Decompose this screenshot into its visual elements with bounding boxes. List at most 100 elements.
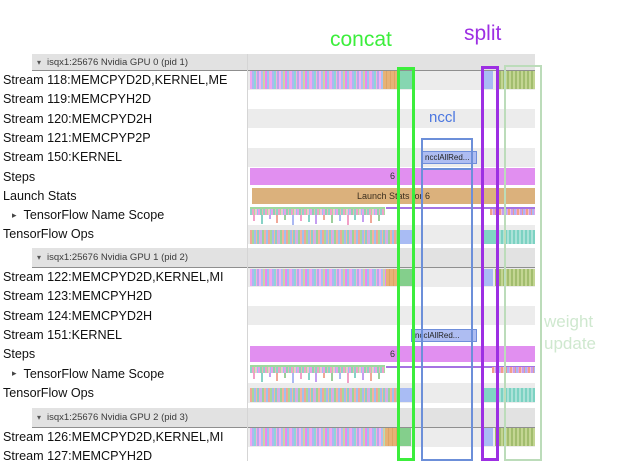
concat-annotation-box	[397, 67, 415, 461]
row-label-text: Stream 122:MEMCPYD2D,KERNEL,MI	[3, 270, 224, 285]
namescope-stem	[268, 373, 271, 377]
timeline-row: Stream 127:MEMCPYH2D	[0, 446, 622, 461]
timeline-row: Stream 124:MEMCPYD2H	[0, 306, 622, 326]
timeline-track	[248, 109, 535, 129]
peri-segment[interactable]	[400, 388, 412, 403]
row-label-text: Stream 123:MEMCPYH2D	[3, 289, 153, 304]
row-label-text: Stream 126:MEMCPYD2D,KERNEL,MI	[3, 430, 224, 445]
label-column-divider	[247, 54, 248, 461]
timeline-row: Launch Stats Launch Stats for 6	[0, 186, 622, 206]
green2-segment[interactable]	[399, 268, 412, 286]
steps-segment[interactable]: 6	[250, 346, 535, 363]
timeline-track	[248, 446, 535, 461]
row-label: Stream 124:MEMCPYD2H	[3, 306, 244, 325]
timeline-row: TensorFlow Ops	[0, 224, 622, 245]
weight-update-annotation-label: weight update	[544, 311, 596, 355]
orange-segment[interactable]	[385, 428, 398, 446]
namescope-stem	[362, 373, 365, 380]
tealstripes-segment[interactable]	[497, 229, 535, 244]
timeline-row: Stream 123:MEMCPYH2D	[0, 286, 622, 307]
namescope-stem	[292, 373, 294, 383]
peri-segment[interactable]	[483, 428, 493, 446]
row-label-text: Stream 120:MEMCPYD2H	[3, 111, 153, 126]
row-label: Stream 126:MEMCPYD2D,KERNEL,MI	[3, 427, 244, 446]
nccl-annotation-label: nccl	[429, 109, 456, 126]
row-label: Stream 121:MEMCPYP2P	[3, 128, 244, 147]
triangle-right-icon[interactable]: ▸	[12, 209, 17, 220]
namescope-stem	[323, 214, 326, 220]
launch-segment[interactable]: Launch Stats for 6	[252, 187, 535, 204]
namescope-topline	[250, 206, 385, 209]
namescope-stem	[315, 214, 318, 224]
split-annotation-box	[481, 66, 499, 461]
namescope-segment[interactable]	[250, 365, 385, 383]
timeline-row: Steps 6	[0, 344, 622, 364]
namescope-topline	[250, 365, 385, 367]
purpleline-segment[interactable]	[386, 207, 535, 209]
orange-segment[interactable]	[383, 71, 397, 89]
gpu-section-header-label: isqx1:25676 Nvidia GPU 0 (pid 1)	[47, 56, 189, 68]
purpleline-segment[interactable]	[386, 365, 535, 368]
confetti2-segment[interactable]	[250, 388, 400, 403]
gpu-section-header[interactable]: ▾isqx1:25676 Nvidia GPU 2 (pid 3)	[32, 408, 535, 428]
namescope-stem	[299, 373, 302, 379]
split-annotation-label: split	[464, 22, 502, 45]
namescope-stem	[284, 214, 287, 220]
row-label: Stream 151:KERNEL	[3, 325, 244, 344]
row-label-text: Steps	[3, 347, 36, 362]
peri-segment[interactable]	[483, 268, 493, 286]
teal-segment[interactable]	[483, 229, 497, 244]
timeline-row: Stream 118:MEMCPYD2D,KERNEL,ME	[0, 70, 622, 90]
row-label-text: Stream 150:KERNEL	[3, 150, 122, 165]
namescope-stem	[276, 373, 279, 381]
triangle-down-icon: ▾	[37, 413, 42, 422]
row-label-text: Stream 124:MEMCPYD2H	[3, 308, 153, 323]
confetti-segment[interactable]	[250, 428, 385, 446]
namescope-stem	[362, 214, 365, 222]
nsconfetti-segment[interactable]	[490, 208, 535, 215]
weight-update-line2: update	[544, 333, 596, 353]
namescope-confetti-band	[250, 208, 385, 215]
row-label: Stream 123:MEMCPYH2D	[3, 287, 244, 306]
namescope-stem	[331, 373, 333, 381]
nccl-box-divider	[421, 168, 473, 170]
ncclbar-segment[interactable]: ncclAllRed...	[411, 328, 477, 342]
peri-segment[interactable]	[400, 229, 413, 244]
row-label-text: Stream 119:MEMCPYH2D	[3, 92, 152, 107]
row-label-text: TensorFlow Name Scope	[23, 366, 165, 381]
timeline-row: ▸TensorFlow Name Scope	[0, 205, 622, 225]
tealstripes-segment[interactable]	[497, 388, 535, 403]
nsconfetti-segment[interactable]	[492, 367, 535, 373]
confetti-segment[interactable]	[250, 71, 383, 89]
timeline-track	[248, 286, 535, 307]
olive-segment[interactable]	[499, 71, 535, 89]
namescope-stem	[292, 214, 294, 225]
triangle-down-icon: ▾	[37, 57, 42, 67]
row-label: TensorFlow Ops	[3, 383, 244, 402]
confetti-segment[interactable]	[250, 268, 386, 286]
teal-segment[interactable]	[483, 388, 497, 403]
row-label: Stream 127:MEMCPYH2D	[3, 447, 244, 461]
timeline-track	[248, 306, 535, 326]
timeline-row: Stream 119:MEMCPYH2D	[0, 89, 622, 109]
gpu-section-header[interactable]: ▾isqx1:25676 Nvidia GPU 1 (pid 2)	[32, 248, 535, 268]
timeline-row: TensorFlow Ops	[0, 383, 622, 403]
namescope-stem	[253, 373, 255, 379]
timeline-row: Stream 121:MEMCPYP2P	[0, 128, 622, 148]
row-label-text: Stream 127:MEMCPYH2D	[3, 449, 153, 461]
steps-segment[interactable]: 6	[250, 168, 535, 185]
row-label-text: Stream 118:MEMCPYD2D,KERNEL,ME	[3, 73, 228, 88]
namescope-stem	[370, 214, 372, 223]
triangle-right-icon[interactable]: ▸	[12, 368, 17, 379]
namescope-stem	[268, 214, 271, 219]
orange-segment[interactable]	[386, 268, 399, 286]
confetti2-segment[interactable]	[250, 229, 400, 244]
mint-segment[interactable]	[397, 71, 415, 89]
namescope-segment[interactable]	[250, 206, 385, 225]
gpu-section-header[interactable]: ▾ isqx1:25676 Nvidia GPU 0 (pid 1)	[32, 54, 535, 71]
green2-segment[interactable]	[398, 428, 411, 446]
namescope-stem	[338, 373, 341, 379]
row-label-text: Launch Stats	[3, 188, 77, 203]
peri-segment[interactable]	[483, 71, 493, 89]
